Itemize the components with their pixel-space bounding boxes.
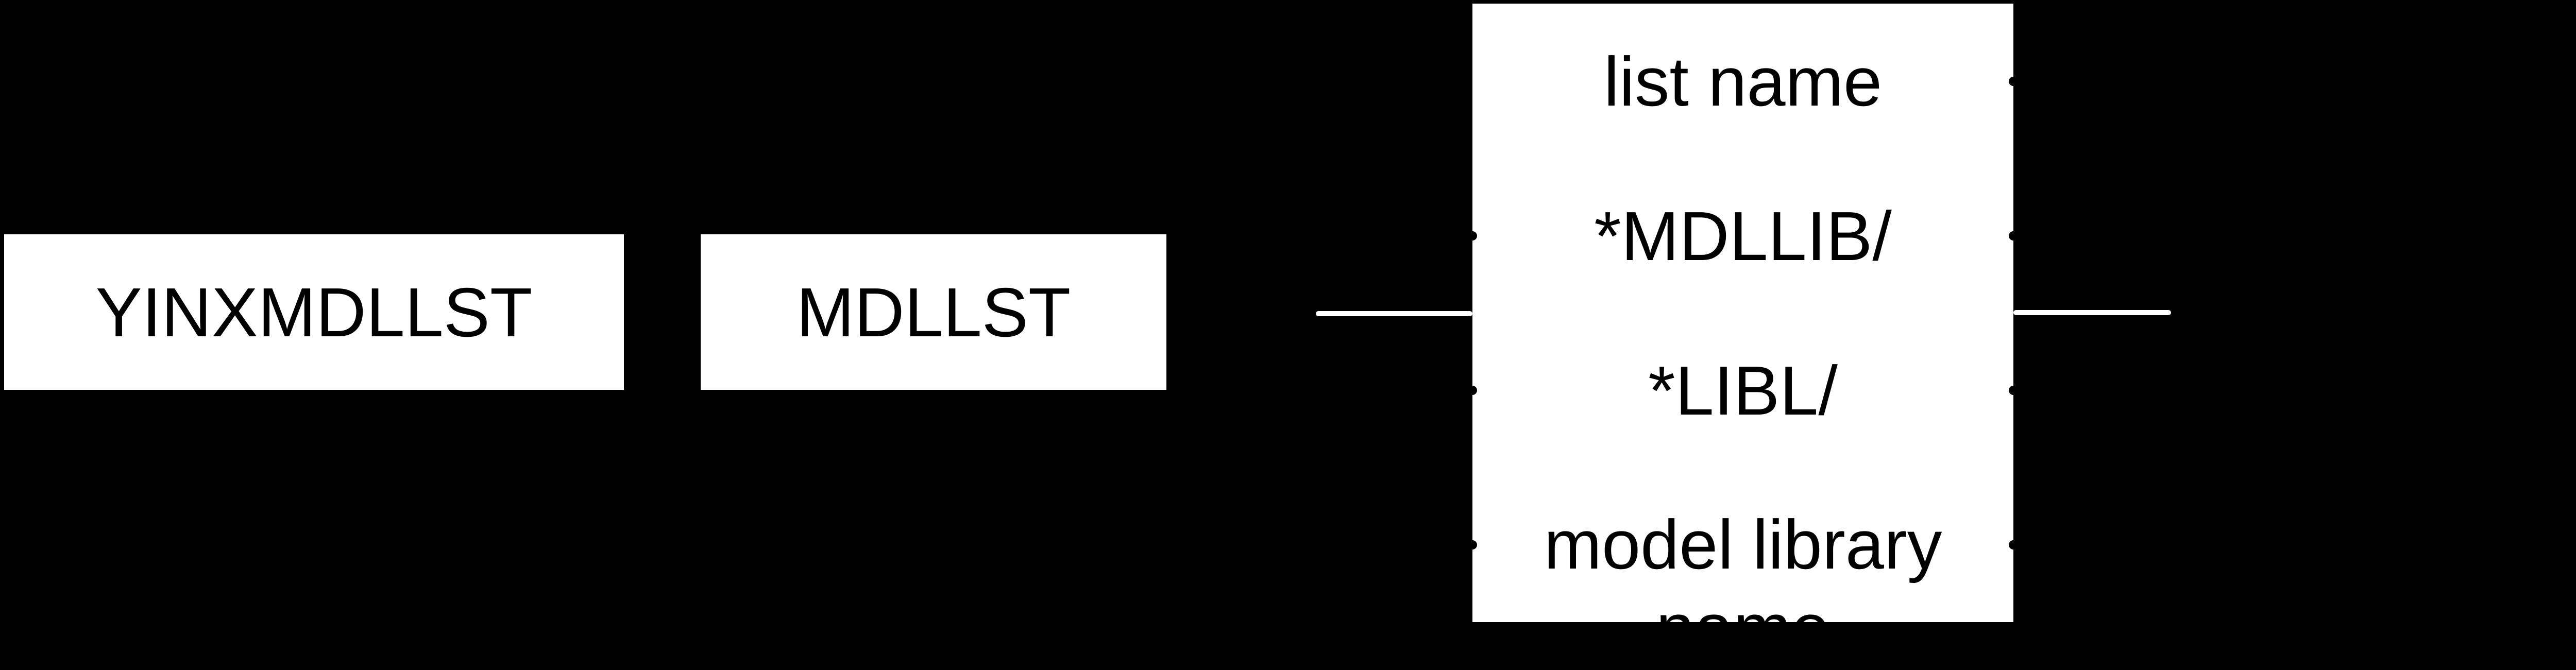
rail-line-right — [2013, 310, 2171, 315]
parameter-box: MDLLST — [701, 234, 1166, 390]
connector-dot-right-mdllib — [2009, 231, 2018, 240]
connector-dot-right-libl — [2009, 386, 2018, 395]
connector-dot-left-libl — [1468, 386, 1477, 395]
option-list-name: list name — [1603, 42, 1883, 121]
option-libl: *LIBL/ — [1648, 351, 1838, 430]
connector-dot-left-mdllib — [1468, 231, 1477, 240]
command-label: YINXMDLLST — [95, 273, 533, 351]
connector-dot-left-model-library — [1468, 540, 1477, 549]
option-model-library-name: model library name — [1544, 506, 1942, 622]
rail-line-left — [1316, 311, 1472, 316]
connector-dot-right-model-library — [2009, 540, 2018, 549]
command-box: YINXMDLLST — [4, 234, 624, 390]
option-mdllib: *MDLLIB/ — [1594, 197, 1892, 275]
parameter-label: MDLLST — [796, 273, 1071, 351]
connector-dot-right-list-name — [2009, 77, 2018, 86]
options-box: list name *MDLLIB/ *LIBL/ model library … — [1472, 4, 2013, 622]
